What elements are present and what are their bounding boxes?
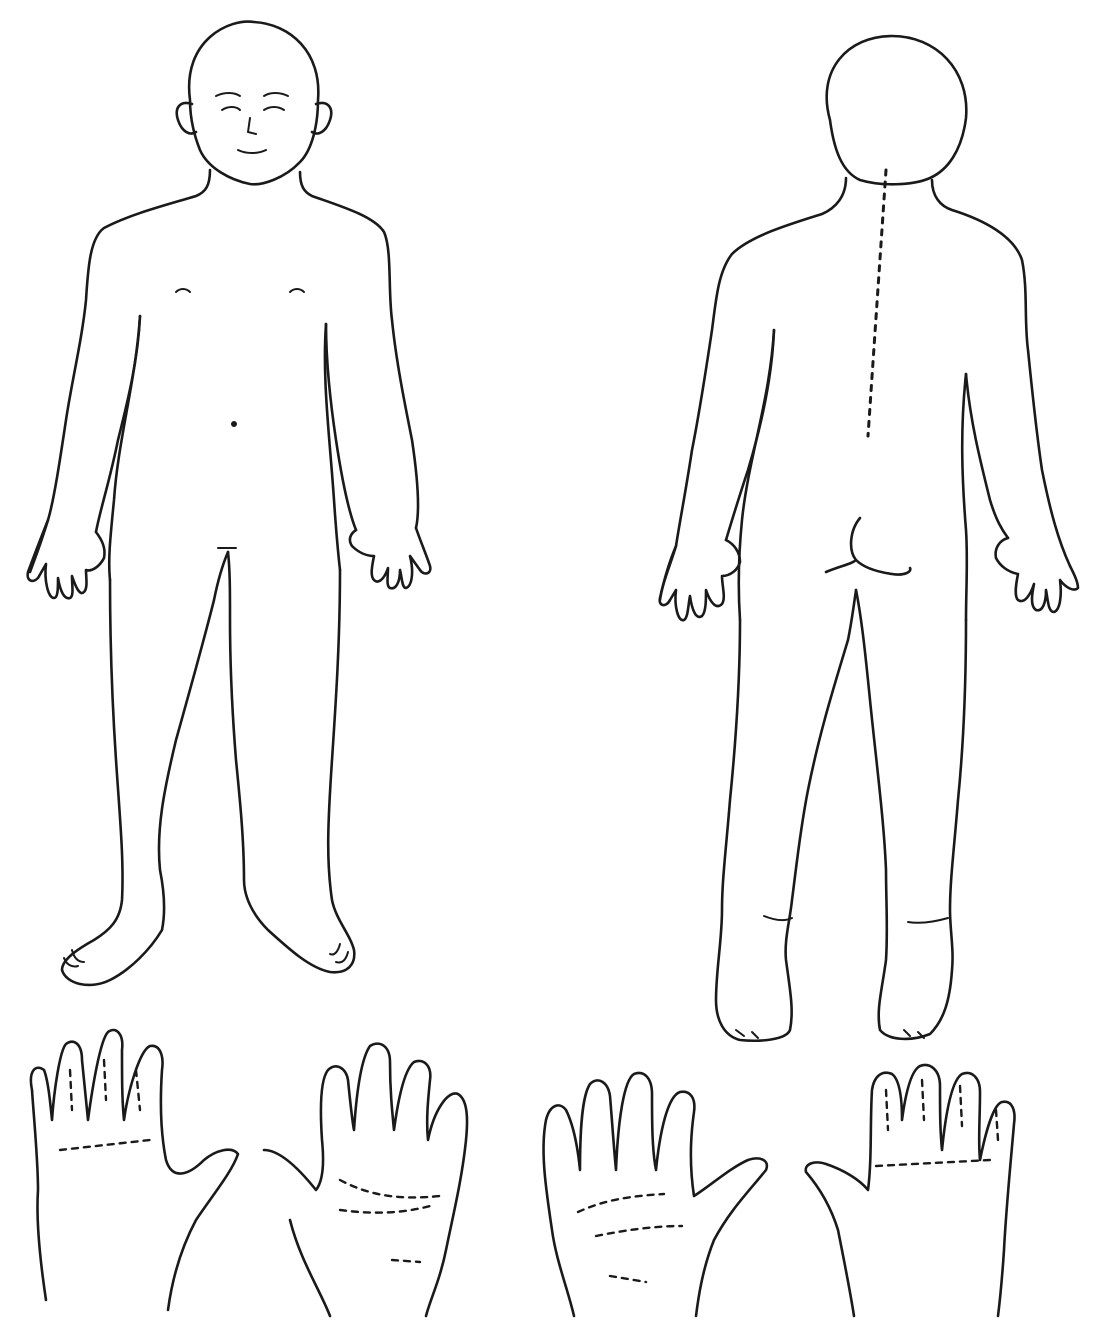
hand-right-dorsal	[806, 1065, 1015, 1316]
front-right-nipple	[290, 289, 304, 292]
front-right-hand	[350, 528, 430, 588]
back-left-toes	[736, 1030, 758, 1038]
front-navel	[231, 421, 237, 427]
back-spine-line	[868, 170, 886, 436]
front-right-toes	[330, 944, 348, 963]
front-right-leg	[228, 552, 354, 972]
back-left-inner-arm	[726, 330, 774, 540]
hand-left-dorsal-finger-marks	[70, 1060, 140, 1110]
back-left-hand	[660, 540, 740, 620]
front-left-nipple	[176, 289, 190, 292]
back-body-figure	[660, 36, 1078, 1041]
front-left-inner-arm	[96, 316, 140, 532]
back-right-hand	[996, 538, 1078, 612]
front-left-eye	[222, 107, 240, 110]
hand-left-dorsal-knuckles	[60, 1140, 150, 1150]
back-right-leg	[856, 590, 966, 1039]
hand-right-dorsal-outline	[806, 1065, 1015, 1316]
front-head-outline	[189, 22, 318, 185]
back-right-inner-arm	[966, 374, 1008, 538]
front-right-brow	[264, 93, 288, 96]
back-buttocks	[826, 518, 910, 575]
hand-left-palm	[264, 1044, 467, 1316]
back-left-leg	[716, 590, 856, 1041]
hand-left-palm-wrist	[290, 1220, 330, 1316]
hand-right-palm-outline	[544, 1073, 767, 1316]
front-left-leg	[62, 552, 228, 985]
front-mouth	[238, 150, 266, 153]
back-left-ankle	[764, 916, 792, 920]
hand-left-palm-creases	[340, 1180, 440, 1262]
hand-right-dorsal-knuckles	[876, 1160, 990, 1166]
back-head-outline	[827, 36, 967, 184]
back-torso-left-side	[739, 330, 774, 620]
front-torso-left-side	[109, 316, 140, 580]
front-body-outline	[30, 170, 418, 572]
hand-left-dorsal-outline	[31, 1030, 238, 1310]
front-right-inner-arm	[326, 324, 356, 530]
front-body-figure	[28, 22, 431, 985]
front-left-brow	[216, 93, 240, 96]
hand-left-dorsal	[31, 1030, 238, 1310]
back-right-ankle	[908, 918, 948, 923]
front-nose	[248, 118, 256, 134]
front-right-eye	[264, 107, 284, 110]
front-left-hand	[28, 520, 105, 598]
hand-right-palm-creases	[578, 1194, 682, 1282]
back-torso-right-side	[962, 374, 967, 620]
hand-right-palm	[544, 1073, 767, 1316]
hand-left-palm-outline	[264, 1044, 467, 1316]
